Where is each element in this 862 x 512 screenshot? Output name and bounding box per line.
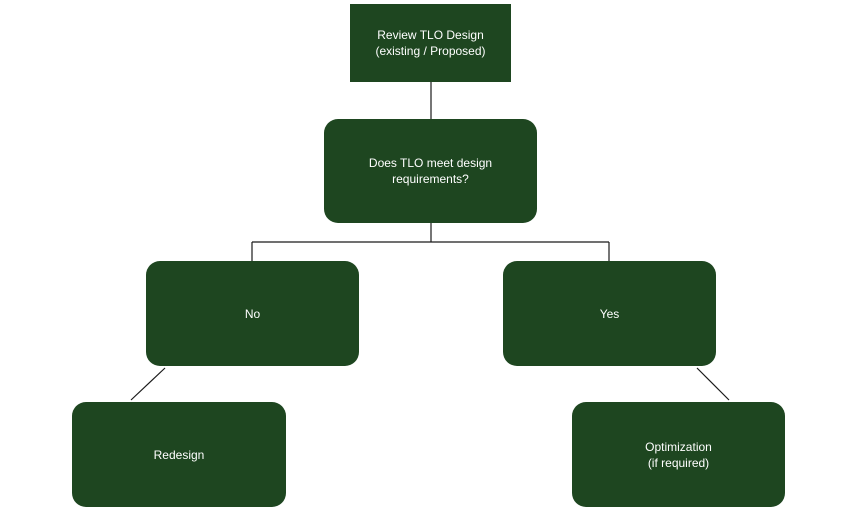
review-design-subtitle: (existing / Proposed) [375,44,486,58]
redesign-label: Redesign [153,447,205,462]
review-design-box: Review TLO Design (existing / Proposed) [350,4,511,82]
connector-yes-to-optimization [696,367,730,401]
review-design-title: Review TLO Design [377,28,484,42]
decision-question-line2: requirements? [392,172,469,186]
optimization-label: Optimization [645,439,712,454]
no-branch-box: No [146,261,359,366]
decision-question-line1: Does TLO meet design [368,156,493,170]
no-branch-label: No [244,306,261,321]
connector-no-to-redesign [130,367,166,401]
optimization-note: (if required) [647,455,710,470]
yes-branch-box: Yes [503,261,716,366]
yes-branch-label: Yes [599,306,620,321]
redesign-box: Redesign [72,402,286,507]
optimization-box: Optimization (if required) [572,402,785,507]
decision-box: Does TLO meet design requirements? [324,119,537,223]
